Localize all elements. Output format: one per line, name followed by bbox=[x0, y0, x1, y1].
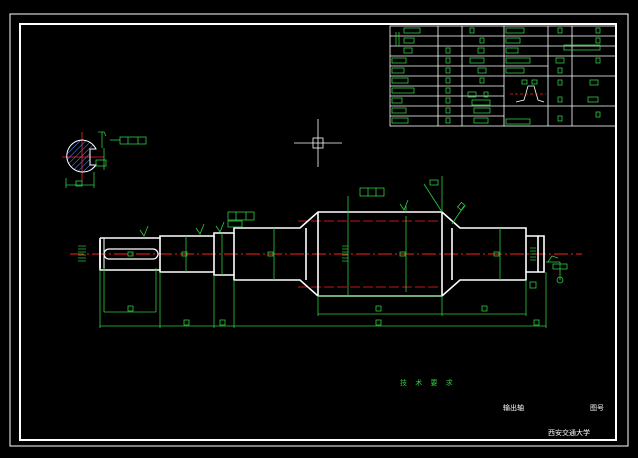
tooth-profile-sketch bbox=[510, 79, 546, 103]
parameter-table bbox=[389, 25, 617, 127]
title-drawing-no-label: 图号 bbox=[590, 404, 604, 412]
title-part-name: 输出轴 bbox=[503, 404, 524, 412]
crosshair-cursor-icon[interactable] bbox=[294, 119, 342, 167]
parameter-table-entries bbox=[391, 27, 601, 125]
tech-requirements-title: 技 术 要 求 bbox=[400, 379, 456, 387]
title-school: 西安交通大学 bbox=[548, 429, 590, 437]
dimension-lines bbox=[99, 176, 568, 328]
keyway-section-view bbox=[62, 131, 147, 188]
drawing-border bbox=[9, 13, 629, 447]
shaft-main-view bbox=[70, 211, 582, 297]
